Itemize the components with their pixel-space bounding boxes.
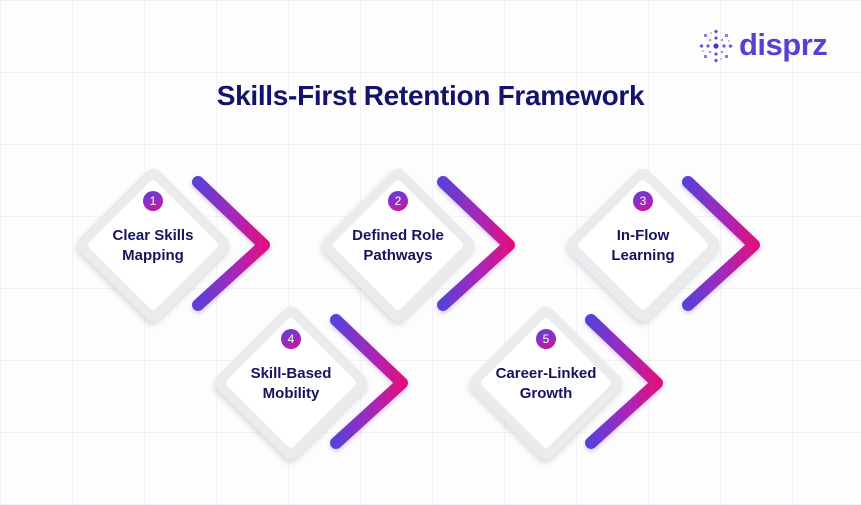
step-label: Skill-Based Mobility — [226, 364, 356, 404]
step-card-3: 3 In-Flow Learning — [563, 165, 783, 345]
step-label-line-2: Pathways — [363, 247, 433, 264]
logo-wordmark: disprz — [739, 27, 828, 62]
step-card-4: 4 Skill-Based Mobility — [211, 303, 431, 483]
step-label-line-1: In-Flow — [616, 227, 670, 244]
chevron-arrow-icon — [437, 176, 515, 311]
step-card-1: 1 Clear Skills Mapping — [73, 165, 293, 345]
diamond-frame-icon — [76, 168, 230, 322]
disprz-logo: disprz — [696, 26, 846, 66]
diamond-frame-icon — [214, 306, 368, 460]
step-label-line-2: Mapping — [122, 247, 184, 264]
page-title: Skills-First Retention Framework — [216, 80, 645, 111]
step-label: Career-Linked Growth — [481, 364, 611, 404]
diamond-frame-icon — [566, 168, 720, 322]
step-label-line-2: Learning — [611, 247, 675, 264]
diamond-frame-icon — [321, 168, 475, 322]
chevron-arrow-icon — [330, 314, 408, 449]
step-label: In-Flow Learning — [578, 226, 708, 266]
disprz-snowflake-icon — [699, 29, 733, 63]
step-label-line-2: Mobility — [262, 385, 320, 402]
step-number-badge: 3 — [633, 191, 653, 211]
step-label: Clear Skills Mapping — [88, 226, 218, 266]
step-label-line-1: Defined Role — [352, 227, 444, 244]
step-card-2: 2 Defined Role Pathways — [318, 165, 538, 345]
step-label-line-1: Career-Linked — [495, 365, 597, 382]
chevron-arrow-icon — [585, 314, 663, 449]
step-number-badge: 4 — [281, 329, 301, 349]
chevron-arrow-icon — [682, 176, 760, 311]
step-number-badge: 2 — [388, 191, 408, 211]
step-label-line-1: Skill-Based — [250, 365, 332, 382]
step-number-badge: 1 — [143, 191, 163, 211]
step-number-badge: 5 — [536, 329, 556, 349]
step-label-line-1: Clear Skills — [112, 227, 194, 244]
step-label: Defined Role Pathways — [333, 226, 463, 266]
step-label-line-2: Growth — [519, 385, 573, 402]
chevron-arrow-icon — [192, 176, 270, 311]
diamond-frame-icon — [469, 306, 623, 460]
step-card-5: 5 Career-Linked Growth — [466, 303, 686, 483]
